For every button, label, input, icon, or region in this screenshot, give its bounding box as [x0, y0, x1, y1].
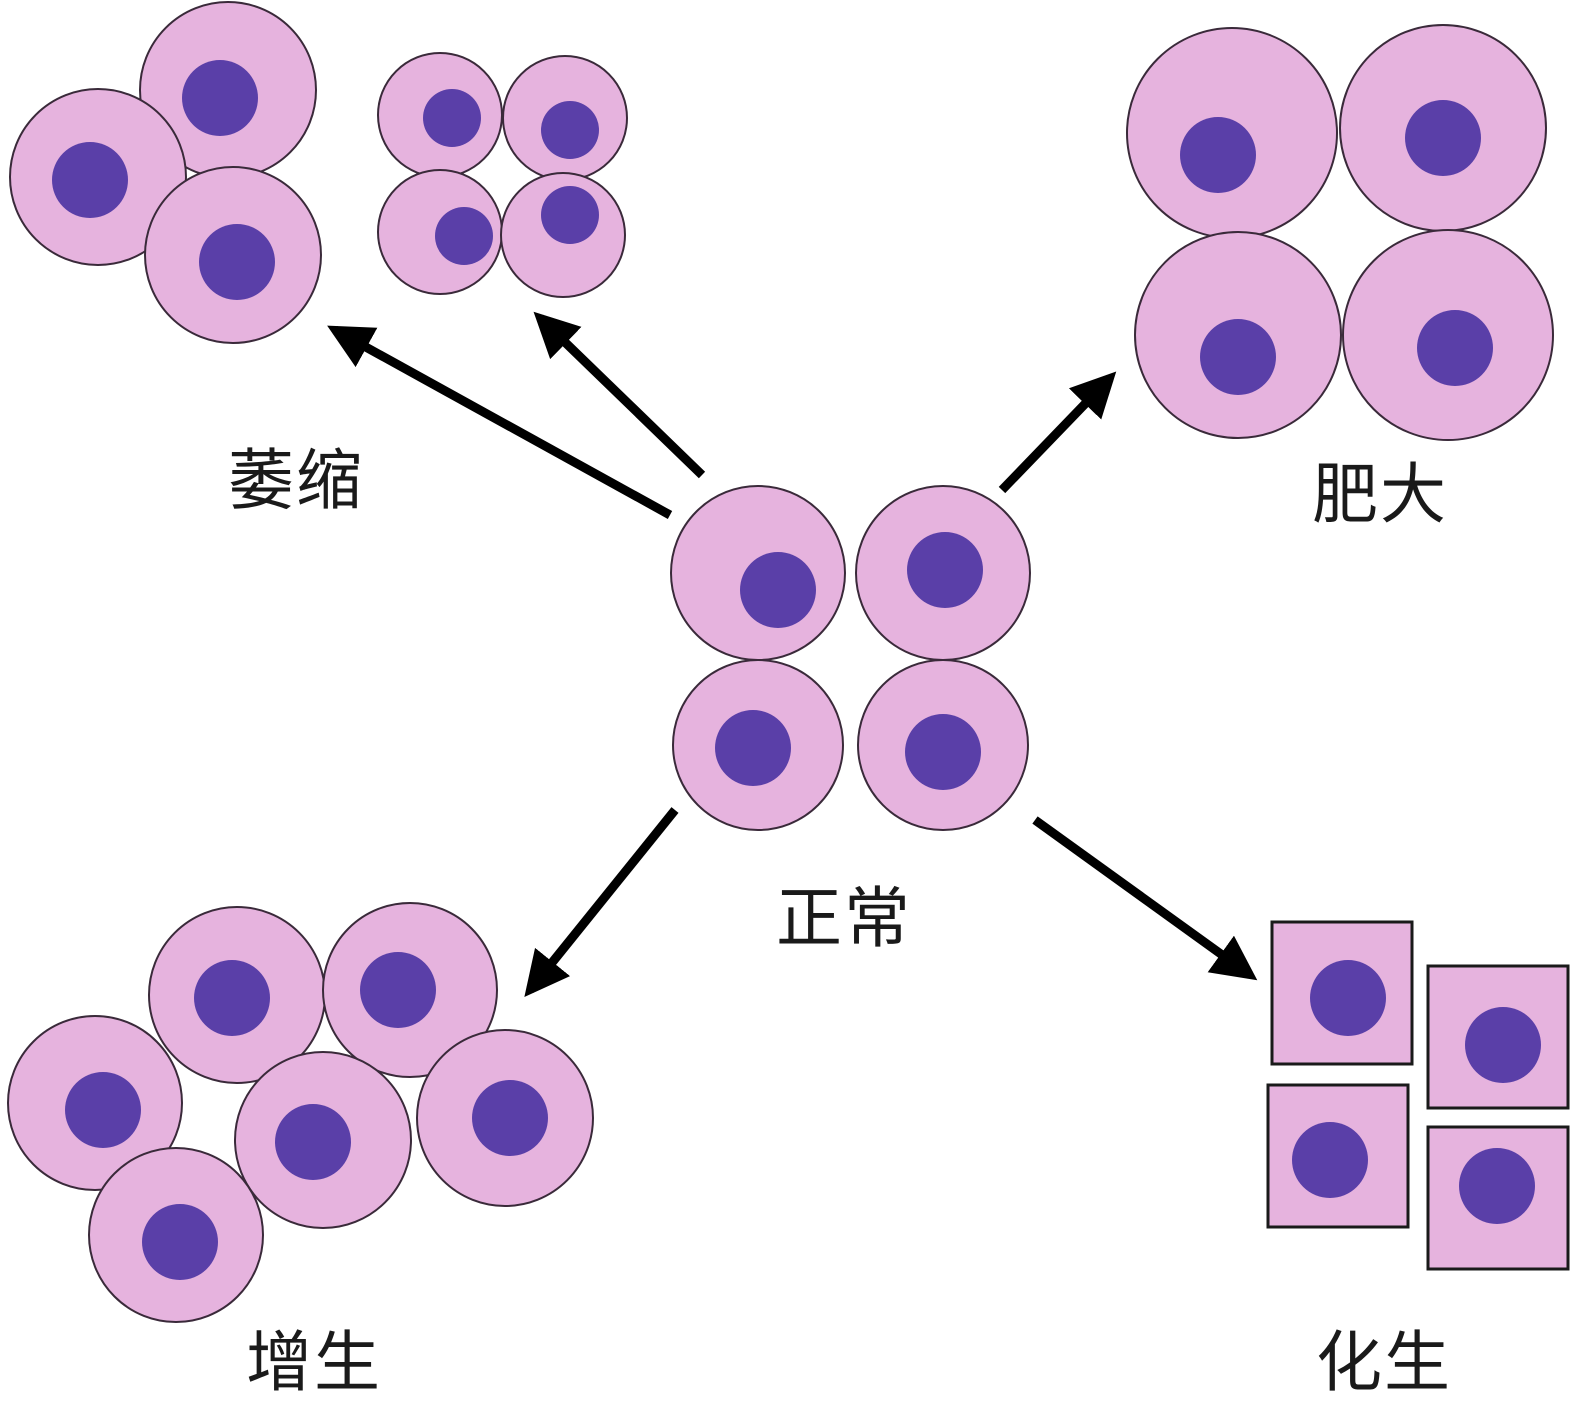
nucleus	[740, 552, 816, 628]
metaplasia-label: 化生	[1316, 1324, 1452, 1401]
atrophy-cell-group-small	[377, 52, 628, 298]
nucleus	[1292, 1122, 1368, 1198]
nucleus	[360, 952, 436, 1028]
nucleus	[194, 960, 270, 1036]
metaplasia-cell-group	[1266, 920, 1570, 1271]
atrophy-cell-group-large	[9, 1, 322, 344]
arrow-to-hypertrophy	[998, 371, 1117, 494]
nucleus	[1310, 960, 1386, 1036]
nucleus	[142, 1204, 218, 1280]
nucleus	[472, 1080, 548, 1156]
nucleus	[905, 714, 981, 790]
nucleus	[182, 60, 258, 136]
normal-cell-group	[670, 485, 1031, 831]
arrows	[327, 311, 1258, 998]
hypertrophy-cell-group	[1126, 24, 1554, 441]
nucleus	[1405, 100, 1481, 176]
arrow-to-atrophy-large	[327, 325, 673, 519]
hyperplasia-cell-group	[7, 902, 594, 1323]
nucleus	[423, 89, 481, 147]
nucleus	[715, 710, 791, 786]
nucleus	[1465, 1007, 1541, 1083]
arrow-to-metaplasia	[1032, 816, 1258, 981]
hyperplasia-label: 增生	[246, 1324, 382, 1401]
hypertrophy-label: 肥大	[1312, 456, 1448, 533]
nucleus	[1180, 117, 1256, 193]
nucleus	[907, 532, 983, 608]
atrophy-label: 萎缩	[228, 442, 364, 519]
nucleus	[541, 186, 599, 244]
nucleus	[1459, 1148, 1535, 1224]
nucleus	[541, 101, 599, 159]
arrow-to-atrophy-small	[533, 311, 706, 479]
nucleus	[199, 224, 275, 300]
normal-label: 正常	[776, 880, 912, 957]
nucleus	[1417, 310, 1493, 386]
nucleus	[65, 1072, 141, 1148]
nucleus	[435, 207, 493, 265]
nucleus	[275, 1104, 351, 1180]
nucleus	[52, 142, 128, 218]
arrow-to-hyperplasia	[524, 807, 679, 998]
nucleus	[1200, 319, 1276, 395]
